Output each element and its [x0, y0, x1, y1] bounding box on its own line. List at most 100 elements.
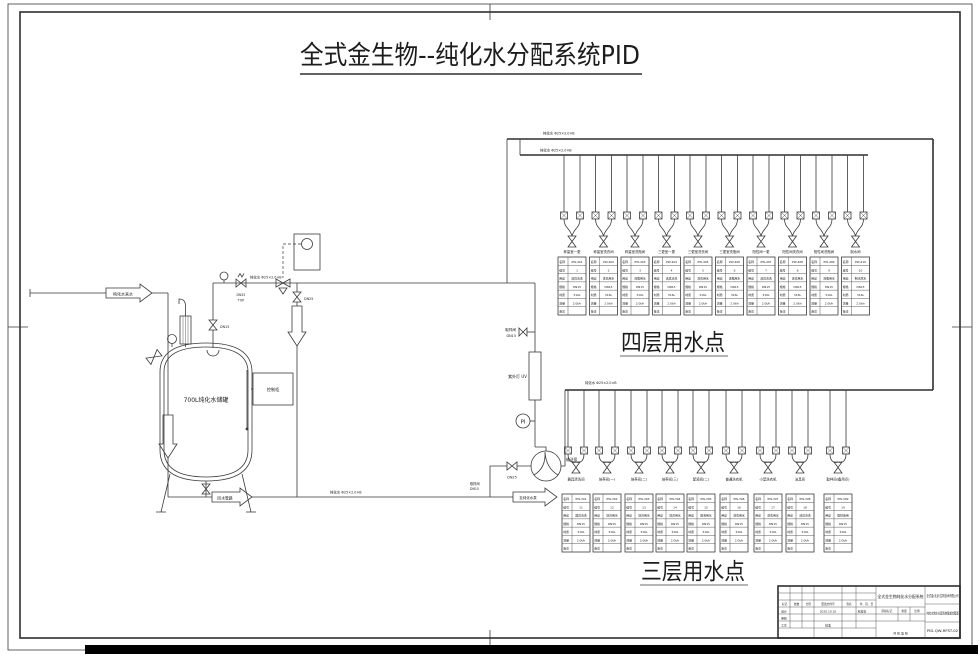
table-row-label: 备注	[717, 309, 723, 314]
tank-outlet-valve-icon	[201, 483, 211, 495]
use-point-valve-icon	[571, 461, 581, 474]
top-loop-spec: 纯化水 Φ25×2.0×B	[543, 131, 575, 136]
table-row-label: 流量	[657, 537, 663, 542]
table-row-value: DN15	[801, 522, 809, 526]
distribution-loops: 纯化水 Φ25×2.0×B 纯化水 Φ25×2.0×B 纯化水 Φ25×2.0×…	[506, 131, 934, 467]
table-row-value: 洁具清洗	[760, 276, 772, 281]
tank-legs	[156, 473, 256, 513]
table-row-value: DN15	[640, 522, 648, 526]
bottom-line: 回水管路 至纯化水泵 纯化水 Φ25×2.0×B 取样阀 DN15	[168, 481, 558, 507]
table-row-label: 规格	[654, 284, 660, 289]
use-point-label: 称量室洗衣间	[593, 249, 614, 254]
table-row-label: 流量	[755, 537, 761, 542]
table-row-value: PW-408	[792, 260, 803, 264]
table-row-value: 培养用水	[606, 513, 618, 518]
table-row-value: 9	[828, 268, 830, 272]
table-row-label: 规格	[559, 284, 565, 289]
table-row-value: DN15	[699, 285, 707, 289]
table-row-label: 备注	[594, 546, 600, 551]
table-row-label: 编号	[843, 267, 849, 272]
use-point-valve-icon	[756, 235, 766, 248]
table-row-label: 规格	[843, 284, 849, 289]
table-row-value: DN15	[825, 285, 833, 289]
table-row-value: 2	[608, 268, 610, 272]
table-row-label: 名称	[748, 259, 754, 264]
table-row-label: 规格	[717, 284, 723, 289]
table-row-label: 编号	[721, 504, 727, 509]
bottom-pipe-spec: 纯化水 Φ25×2.0×B	[330, 490, 362, 495]
title-group: 全式金生物--纯化水分配系统PID	[300, 41, 642, 75]
use-point-label: 称量室洗瓶间	[625, 249, 646, 254]
floor4-manifold-spec: 纯化水 Φ25×2.0×B	[540, 148, 572, 153]
table-row-value: 2.0t/h	[801, 538, 810, 542]
table-row-label: 流量	[811, 300, 817, 305]
table-row-value: DN15	[769, 522, 777, 526]
use-point-label: 阳性间洗瓶间	[814, 249, 835, 254]
table-row-value: 洗衣用水	[603, 276, 615, 281]
table-row-value: 2.0t/h	[825, 301, 834, 305]
table-row-value: PW-308	[799, 497, 810, 501]
table-row-label: 编号	[657, 504, 663, 509]
table-row-label: 规格	[721, 521, 727, 526]
table-row-label: 用途	[825, 513, 831, 518]
table-row-value: 2.0t/h	[839, 538, 848, 542]
table-row-value: 316L	[735, 530, 743, 534]
drawing-border	[7, 3, 978, 654]
riser-sample-label: 取样阀	[505, 327, 516, 332]
table-row-value: 洗瓶用水	[823, 276, 835, 281]
uv-label: 紫外灯 UV	[508, 373, 527, 379]
table-row-value: 2.0t/h	[577, 538, 586, 542]
table-row-label: 编号	[626, 504, 632, 509]
spray-valve-icon	[208, 319, 218, 331]
to-pump-arrow	[512, 487, 558, 507]
table-row-value: 6	[734, 268, 736, 272]
table-row-label: 名称	[780, 259, 786, 264]
spray-ball-icon	[206, 349, 220, 357]
table-row-label: 流量	[559, 300, 565, 305]
table-row-label: 流量	[780, 300, 786, 305]
table-row-value: 316L	[731, 293, 739, 297]
use-point-label: 小型洗衣机	[760, 477, 778, 482]
table-row-value: 2.0t/h	[793, 301, 802, 305]
table-row-value: PW-301	[575, 497, 586, 501]
table-row-value: 316L	[605, 293, 613, 297]
table-row-label: 规格	[591, 284, 597, 289]
table-row-value: PW-406	[729, 260, 740, 264]
table-row-value: PW-307	[767, 497, 778, 501]
table-row-label: 编号	[685, 267, 691, 272]
return-check-valve-icon	[235, 272, 247, 288]
controller-signal-line	[282, 243, 301, 278]
table-row-label: 备注	[591, 309, 597, 314]
use-point-valve-icon	[693, 235, 703, 248]
use-point-valve-icon	[850, 235, 861, 248]
table-row-label: 编号	[622, 267, 628, 272]
table-row-value: 2.0t/h	[667, 301, 676, 305]
table-row-value: 316L	[668, 293, 676, 297]
table-row-value: 培养用水	[638, 513, 650, 518]
table-row-value: 洁具清洗	[799, 513, 811, 518]
sheet-info: 共 张 第 张	[893, 631, 908, 636]
use-point-label: 培养间(二)	[631, 477, 648, 482]
table-row-label: 流量	[654, 300, 660, 305]
table-row-label: 名称	[717, 259, 723, 264]
controller-box	[282, 233, 321, 278]
three-way-valve-icon	[275, 278, 291, 295]
feed-arrow-label: 纯化水来水	[113, 291, 133, 297]
table-row-value: 316L	[801, 530, 809, 534]
drain-valve-icon	[292, 291, 302, 303]
rev-header: 签名	[846, 602, 852, 606]
table-row-label: 材质	[843, 292, 849, 297]
